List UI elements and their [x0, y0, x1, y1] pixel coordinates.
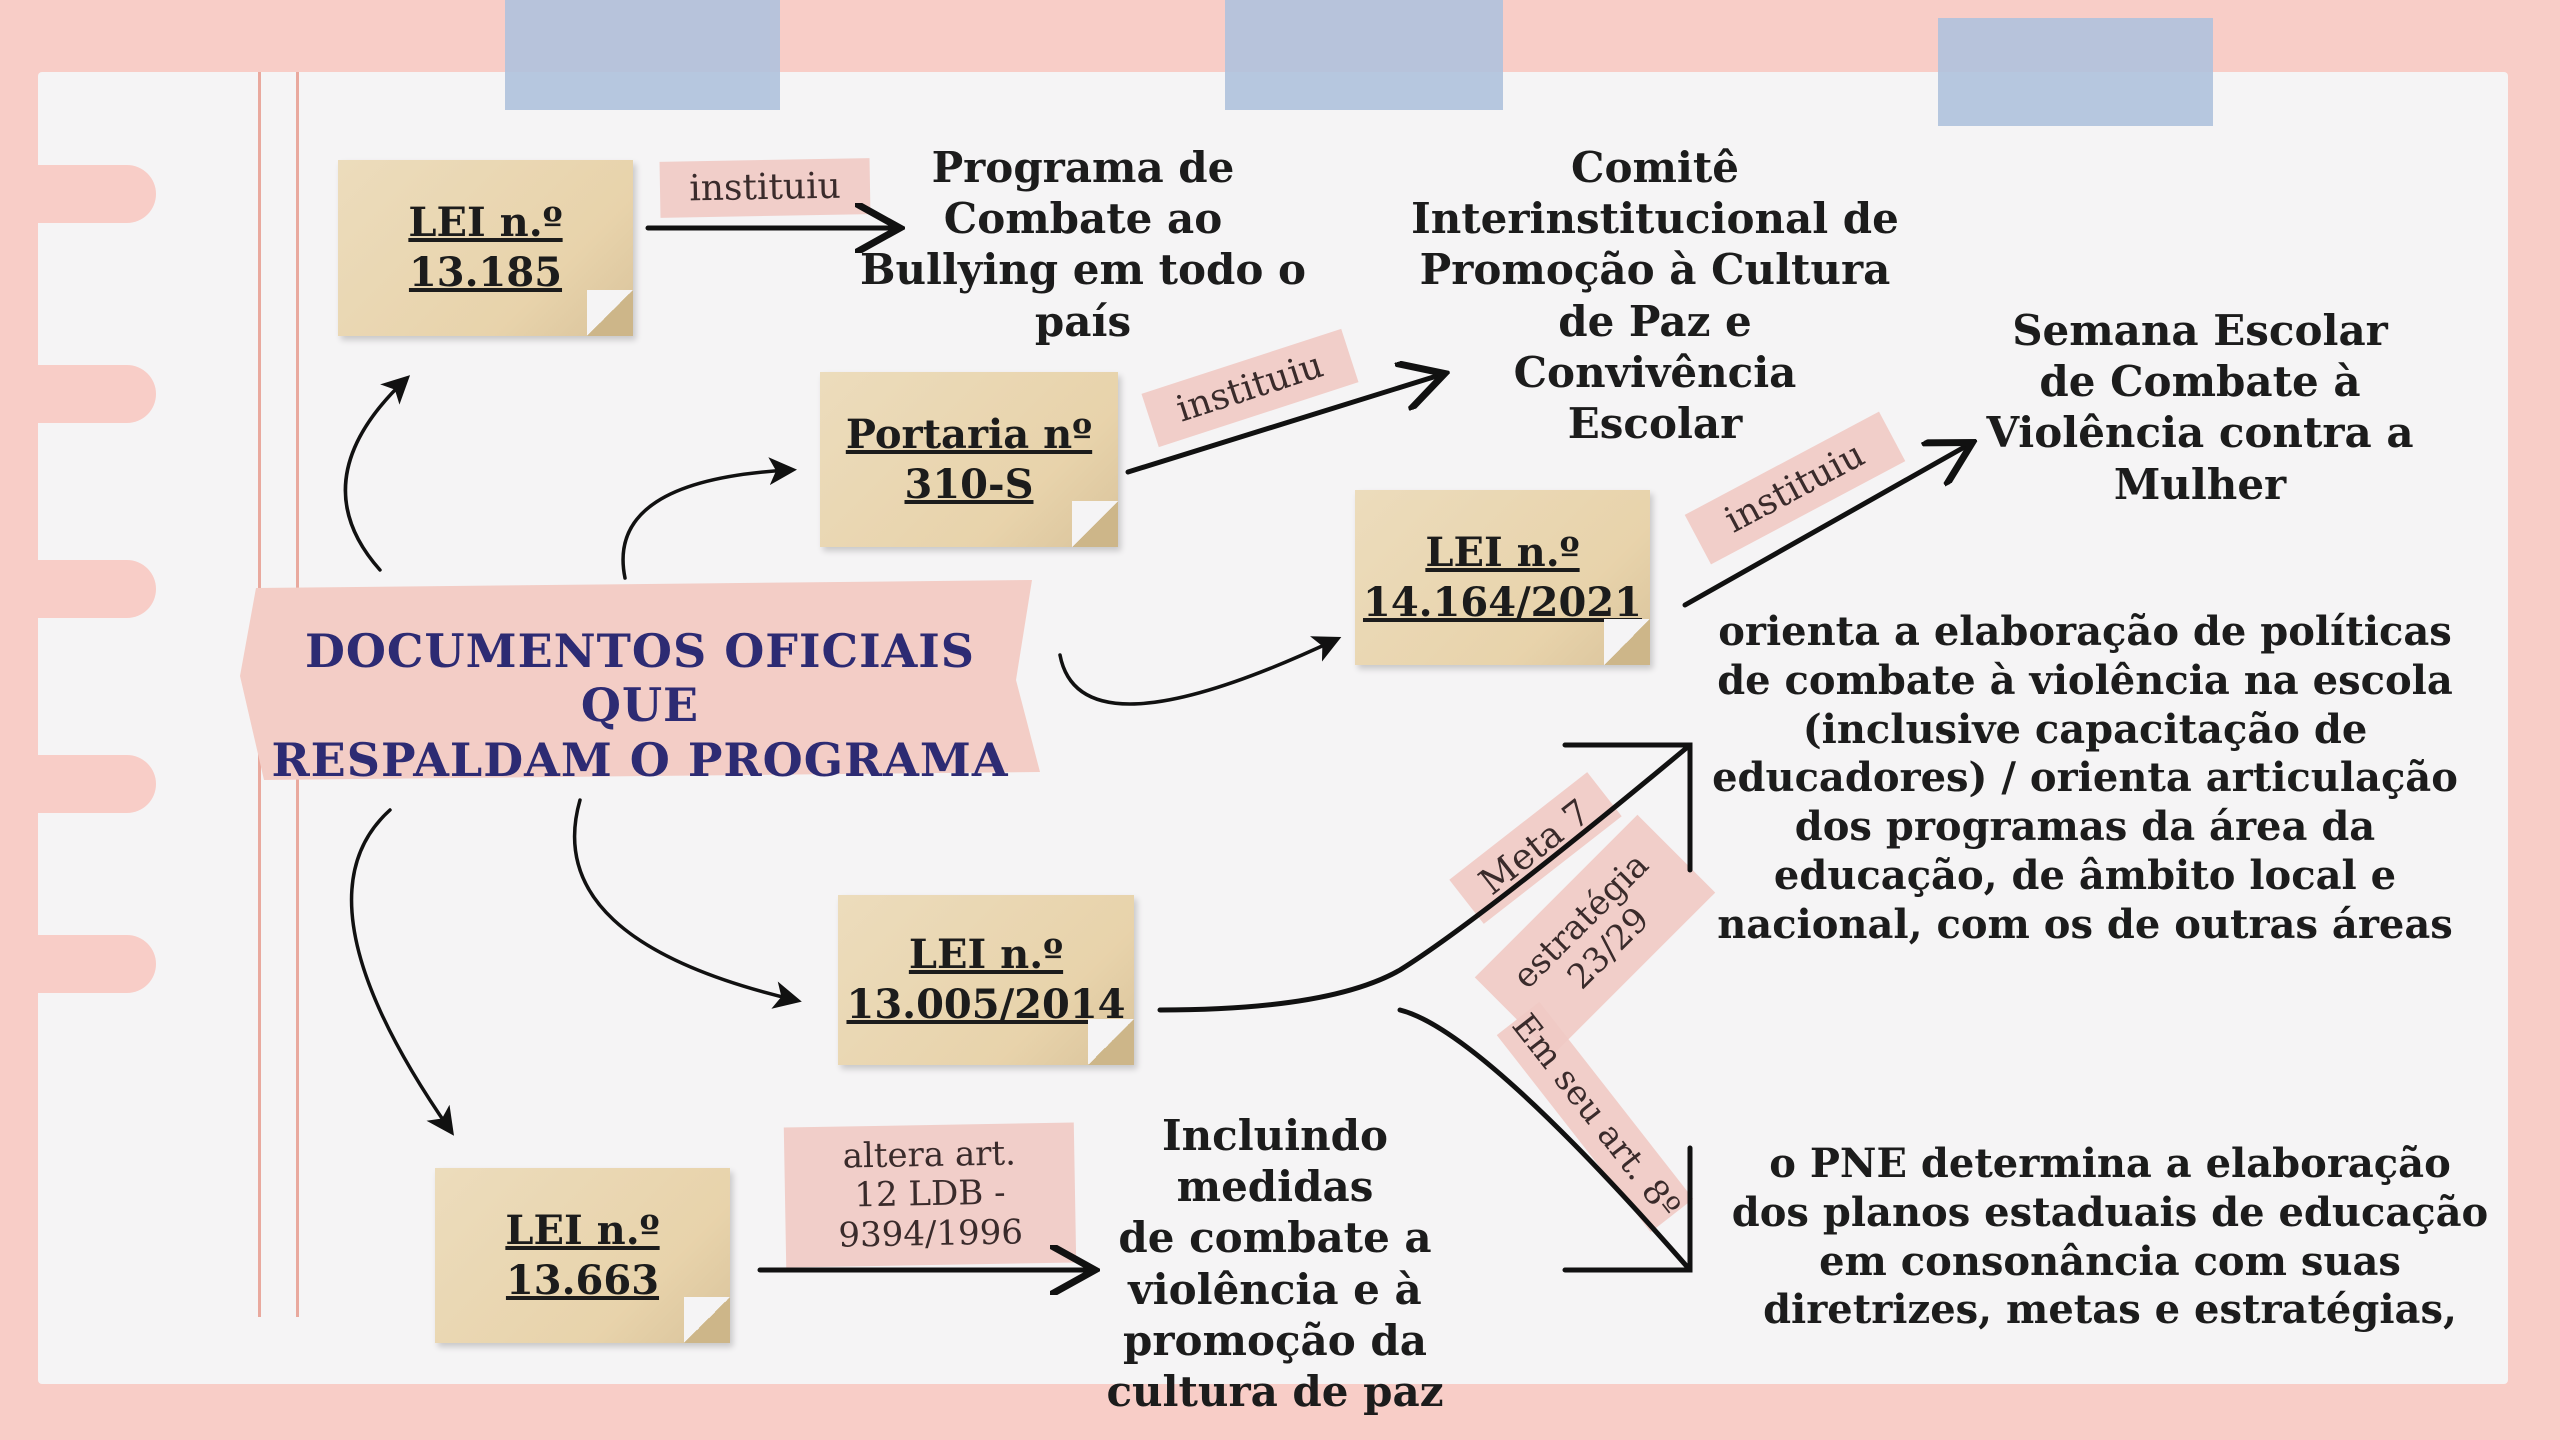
branch-upper-head	[1562, 742, 1693, 873]
branch-lower-head	[1562, 1145, 1693, 1273]
arrow-title-lei13005	[572, 798, 802, 1009]
arrow-title-lei13185	[343, 375, 411, 572]
note-label: LEI n.º 14.164/2021	[1362, 528, 1643, 626]
text-orienta: orienta a elaboração de políticas de com…	[1712, 608, 2458, 948]
note-label: LEI n.º 13.663	[505, 1206, 660, 1304]
washi-tape-blue	[1225, 0, 1503, 110]
branch-upper	[1157, 742, 1693, 1013]
note-label: LEI n.º 13.005/2014	[846, 931, 1126, 1028]
note-lei-13663: LEI n.º 13.663	[435, 1168, 730, 1343]
arrow-title-lei13663	[349, 808, 454, 1136]
text-incluindo-medidas: Incluindo medidas de combate a violência…	[1106, 1111, 1444, 1417]
arrow-portaria-comite	[1125, 375, 1440, 475]
binder-hole	[18, 165, 156, 223]
branch-lower	[1397, 1007, 1693, 1273]
title-banner	[240, 580, 1040, 780]
washi-tape-blue	[1938, 18, 2213, 126]
binder-hole	[18, 935, 156, 993]
washi-tape-blue	[505, 0, 780, 110]
note-label: LEI n.º 13.185	[408, 199, 563, 296]
note-lei-13185: LEI n.º 13.185	[338, 160, 633, 336]
diagram-title: DOCUMENTOS OFICIAIS QUE RESPALDAM O PROG…	[271, 624, 1009, 787]
text-pne: o PNE determina a elaboração dos planos …	[1731, 1140, 2489, 1334]
note-lei-13005: LEI n.º 13.005/2014	[838, 895, 1134, 1065]
text-comite: Comitê Interinstitucional de Promoção à …	[1411, 143, 1899, 449]
binder-hole	[18, 365, 156, 423]
note-label: Portaria nº 310-S	[845, 410, 1093, 508]
arrow-title-lei14164	[1058, 636, 1342, 706]
text-programa-bullying: Programa de Combate ao Bullying em todo …	[859, 143, 1307, 346]
text-semana-escolar: Semana Escolar de Combate à Violência co…	[1986, 306, 2414, 509]
note-portaria-310s: Portaria nº 310-S	[820, 372, 1118, 547]
arrow-lei14164-semana	[1682, 445, 1968, 608]
binder-hole	[18, 560, 156, 618]
note-lei-14164: LEI n.º 14.164/2021	[1355, 490, 1650, 665]
arrow-title-portaria	[621, 457, 797, 580]
binder-hole	[18, 755, 156, 813]
